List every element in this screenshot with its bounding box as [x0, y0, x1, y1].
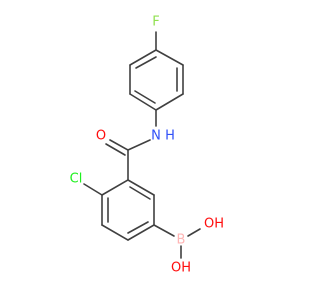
nitrogen-label: N [151, 129, 161, 144]
bond-ring1-d [129, 93, 157, 111]
bond-ring1-d-inner [134, 90, 156, 104]
bond-ring2-c-inner [127, 221, 149, 234]
boron-label: B [177, 233, 186, 248]
hydroxyl-1-label: OH [204, 217, 224, 232]
bond-c-o-2 [105, 143, 126, 156]
fluorine-label: F [152, 15, 159, 30]
bond-ring2-c [127, 224, 155, 241]
bond-ring2-f [101, 179, 129, 196]
chlorine-label: Cl [70, 172, 83, 187]
molecule-canvas: F N H O Cl B OH OH [70, 15, 224, 276]
structure-drawing: F N H O Cl B OH OH [70, 15, 224, 276]
fluorophenyl-ring [129, 49, 184, 111]
hydroxyl-2-label: OH [171, 261, 191, 276]
bond-ring2-a [127, 179, 155, 196]
bond-n-carbonyl [127, 139, 151, 151]
bond-b-oh1 [187, 228, 201, 237]
chlorophenyl-ring [101, 179, 155, 241]
amide-hydrogen-label: H [165, 129, 175, 144]
bond-ring1-a [155, 49, 184, 66]
carbonyl-oxygen-label: O [96, 129, 106, 144]
bond-ring1-f-inner [135, 56, 157, 69]
bond-ring2-a-inner [129, 186, 151, 200]
bond-c-cl [83, 183, 103, 196]
bond-ring2-d [101, 224, 129, 241]
bond-ring1-f [129, 49, 157, 66]
bond-c-o-1 [109, 139, 129, 151]
bond-c-b [153, 224, 175, 237]
bond-ring1-c [155, 93, 184, 111]
